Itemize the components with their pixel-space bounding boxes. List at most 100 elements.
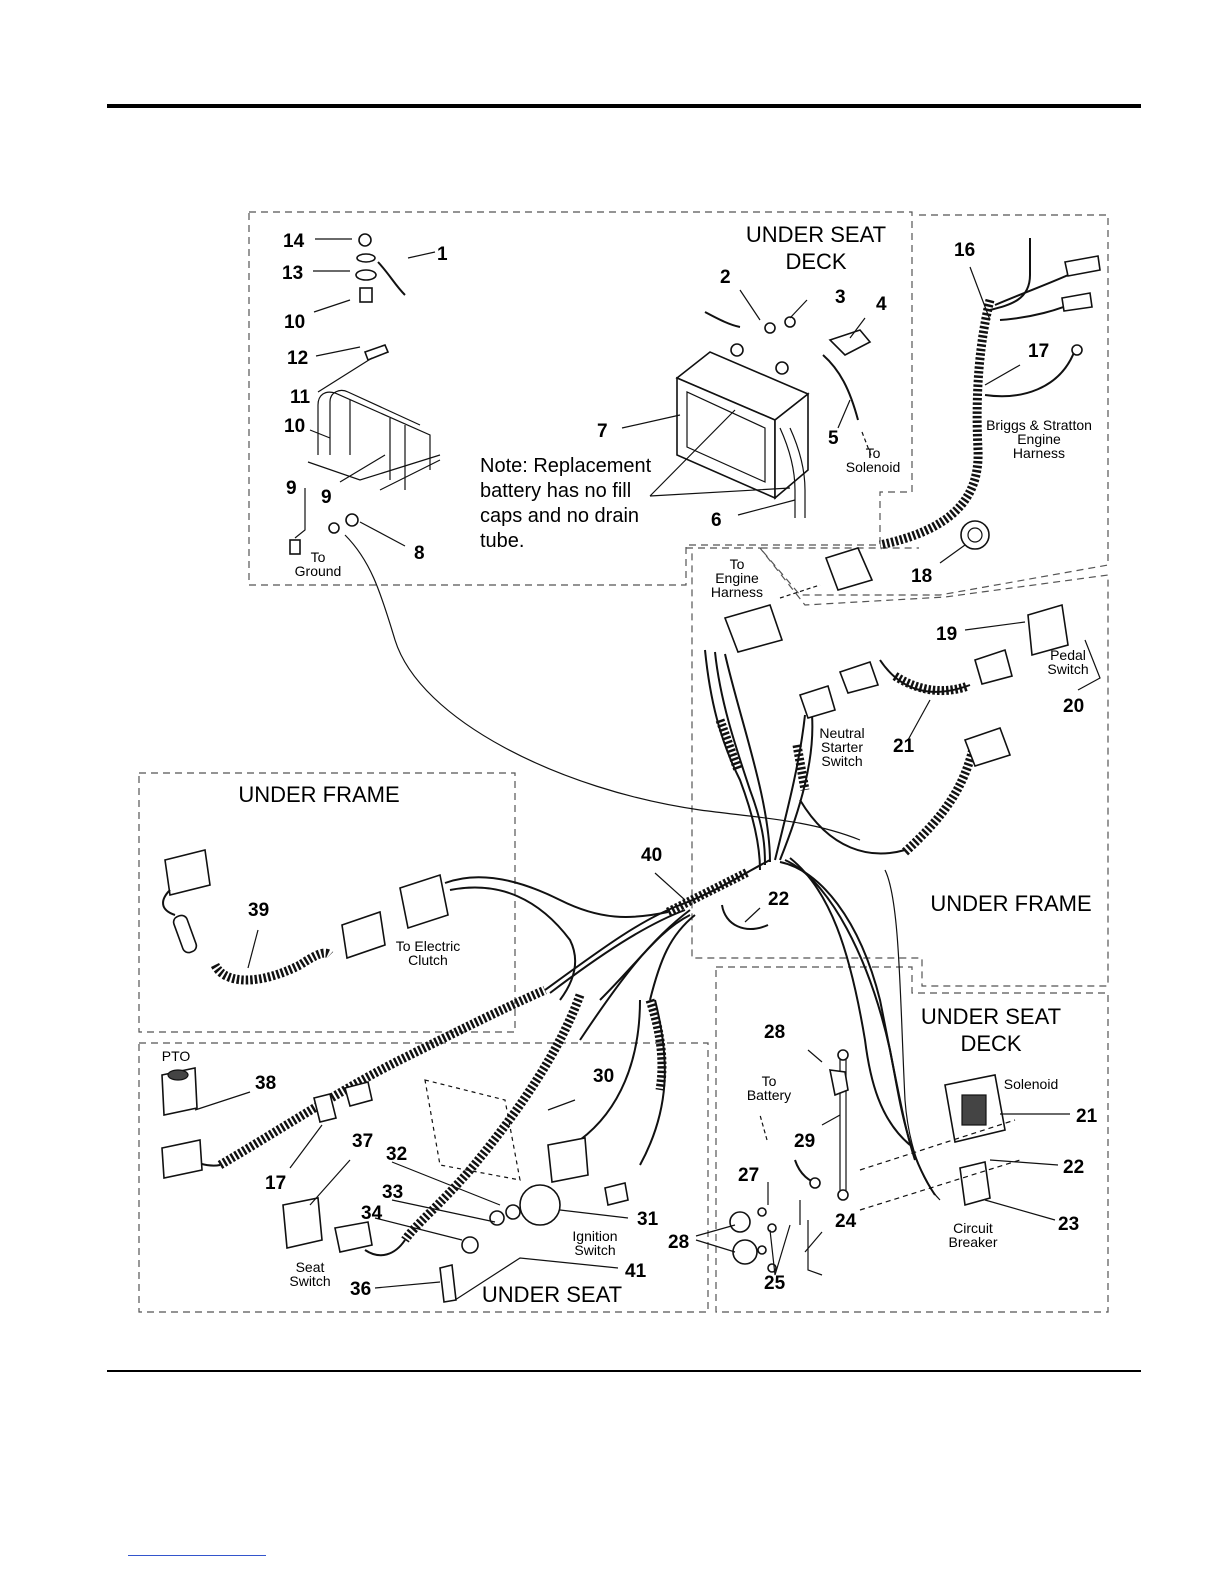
clutch-lead-icon [162, 849, 449, 985]
note-line-1: Note: Replacement [480, 455, 652, 477]
battery-bracket-icon [307, 389, 441, 491]
callout-15: 14 [283, 231, 305, 252]
label-solenoid: Solenoid [1004, 1076, 1059, 1092]
pedal-switch-icon [1027, 603, 1069, 657]
label-to-engine-harness-3: Harness [711, 584, 763, 600]
footer-rule [107, 1370, 1141, 1372]
callout-24: 22 [1063, 1157, 1084, 1178]
callout-23: 21 [1076, 1106, 1098, 1127]
callout-19: 19 [936, 624, 957, 645]
footer-link-underline [128, 1555, 266, 1556]
header-rule [107, 104, 1141, 108]
label-briggs-2: Engine [1017, 431, 1061, 447]
callout-numbers: 14 1 13 10 12 11 10 9 9 8 2 3 4 7 5 6 16… [248, 231, 1098, 1300]
seat-switch-icon [282, 1197, 323, 1249]
label-electric-clutch-2: Clutch [408, 952, 448, 968]
neutral-connector-icon [798, 684, 836, 719]
box-engine-harness [758, 214, 1109, 596]
callout-34: 33 [382, 1182, 403, 1203]
note-line-4: tube. [480, 530, 524, 552]
callout-3: 3 [835, 287, 846, 308]
label-circuit-breaker-2: Breaker [948, 1234, 997, 1250]
callout-12: 11 [290, 387, 311, 408]
region-under-seat-deck-bottom-line2: DECK [960, 1031, 1021, 1056]
callout-10a: 10 [284, 312, 305, 333]
conduit-clip-icon [313, 1093, 337, 1123]
region-under-seat: UNDER SEAT [482, 1282, 622, 1307]
label-pedal-switch-2: Switch [1047, 661, 1088, 677]
region-boxes [138, 211, 1109, 1313]
label-to-engine-harness-1: To [730, 556, 745, 572]
callout-5: 5 [828, 428, 839, 449]
callout-28b: 28 [668, 1232, 689, 1253]
callout-4: 4 [876, 294, 887, 315]
label-pedal-switch-1: Pedal [1050, 647, 1086, 663]
battery-note: Note: Replacement battery has no fill ca… [480, 455, 652, 552]
region-under-seat-deck-bottom-line1: UNDER SEAT [921, 1004, 1061, 1029]
region-under-seat-deck-top-line2: DECK [785, 249, 846, 274]
callout-21: 21 [893, 736, 915, 757]
callout-39: 39 [248, 900, 269, 921]
callout-37: 37 [352, 1131, 373, 1152]
label-briggs-3: Harness [1013, 445, 1065, 461]
label-to-solenoid-2: Solenoid [846, 459, 901, 475]
callout-35: 34 [361, 1203, 383, 1224]
callout-22: 22 [768, 889, 789, 910]
pto-switch-icon [161, 1067, 203, 1179]
label-neutral-1: Neutral [819, 725, 864, 741]
parts [161, 233, 1101, 1303]
callout-36: 36 [350, 1279, 371, 1300]
clip-icon [721, 904, 769, 930]
callout-20: 20 [1063, 696, 1084, 717]
note-line-2: battery has no fill [480, 480, 631, 502]
callout-2: 2 [720, 267, 731, 288]
callout-29: 27 [738, 1165, 759, 1186]
callout-25: 23 [1058, 1214, 1079, 1235]
label-neutral-2: Starter [821, 739, 863, 755]
label-electric-clutch-1: To Electric [396, 938, 461, 954]
callout-18: 18 [911, 566, 932, 587]
label-ignition-2: Switch [574, 1242, 615, 1258]
callout-14: 13 [282, 263, 303, 284]
callout-33: 32 [386, 1144, 407, 1165]
label-seat-switch-2: Switch [289, 1273, 330, 1289]
callout-11: 10 [284, 416, 305, 437]
box-under-seat-deck-bottom [715, 966, 1109, 1313]
part-labels: To Solenoid To Ground To Engine Harness … [162, 417, 1092, 1289]
label-circuit-breaker-1: Circuit [953, 1220, 993, 1236]
region-under-seat-deck-top-line1: UNDER SEAT [746, 222, 886, 247]
label-seat-switch-1: Seat [296, 1259, 325, 1275]
wiring-harness [164, 534, 980, 1257]
region-under-frame-left: UNDER FRAME [238, 782, 399, 807]
ignition-switch-icon [344, 1079, 629, 1303]
label-pto: PTO [162, 1048, 191, 1064]
solenoid-icon [729, 1049, 1021, 1276]
region-titles: UNDER SEAT DECK UNDER FRAME UNDER FRAME … [238, 222, 1091, 1307]
callout-38: 38 [255, 1073, 276, 1094]
callout-32: 31 [637, 1209, 659, 1230]
callout-1: 1 [437, 244, 448, 265]
label-ignition-1: Ignition [572, 1228, 617, 1244]
callout-10b: 9 [286, 478, 297, 499]
label-to-engine-harness-2: Engine [715, 570, 759, 586]
battery-icon [675, 343, 810, 518]
callout-26: 24 [835, 1211, 857, 1232]
box-under-frame-right [686, 547, 1109, 987]
label-briggs-1: Briggs & Stratton [986, 417, 1092, 433]
callout-28a: 28 [764, 1022, 785, 1043]
region-under-frame-right: UNDER FRAME [930, 891, 1091, 916]
leader-lines [194, 238, 1101, 1301]
callout-27: 25 [764, 1273, 786, 1294]
battery-cable-icon [377, 261, 406, 296]
box-under-seat [138, 1042, 709, 1313]
callout-17b: 17 [265, 1173, 286, 1194]
callout-13: 12 [287, 348, 308, 369]
boot-icon [828, 329, 872, 356]
positive-cable-icon [822, 354, 859, 421]
engine-harness-icon [824, 238, 1101, 591]
label-to-battery-1: To [762, 1073, 777, 1089]
callout-17a: 17 [1028, 341, 1049, 362]
callout-8: 8 [414, 543, 425, 564]
box-under-seat-deck-top [248, 211, 913, 586]
